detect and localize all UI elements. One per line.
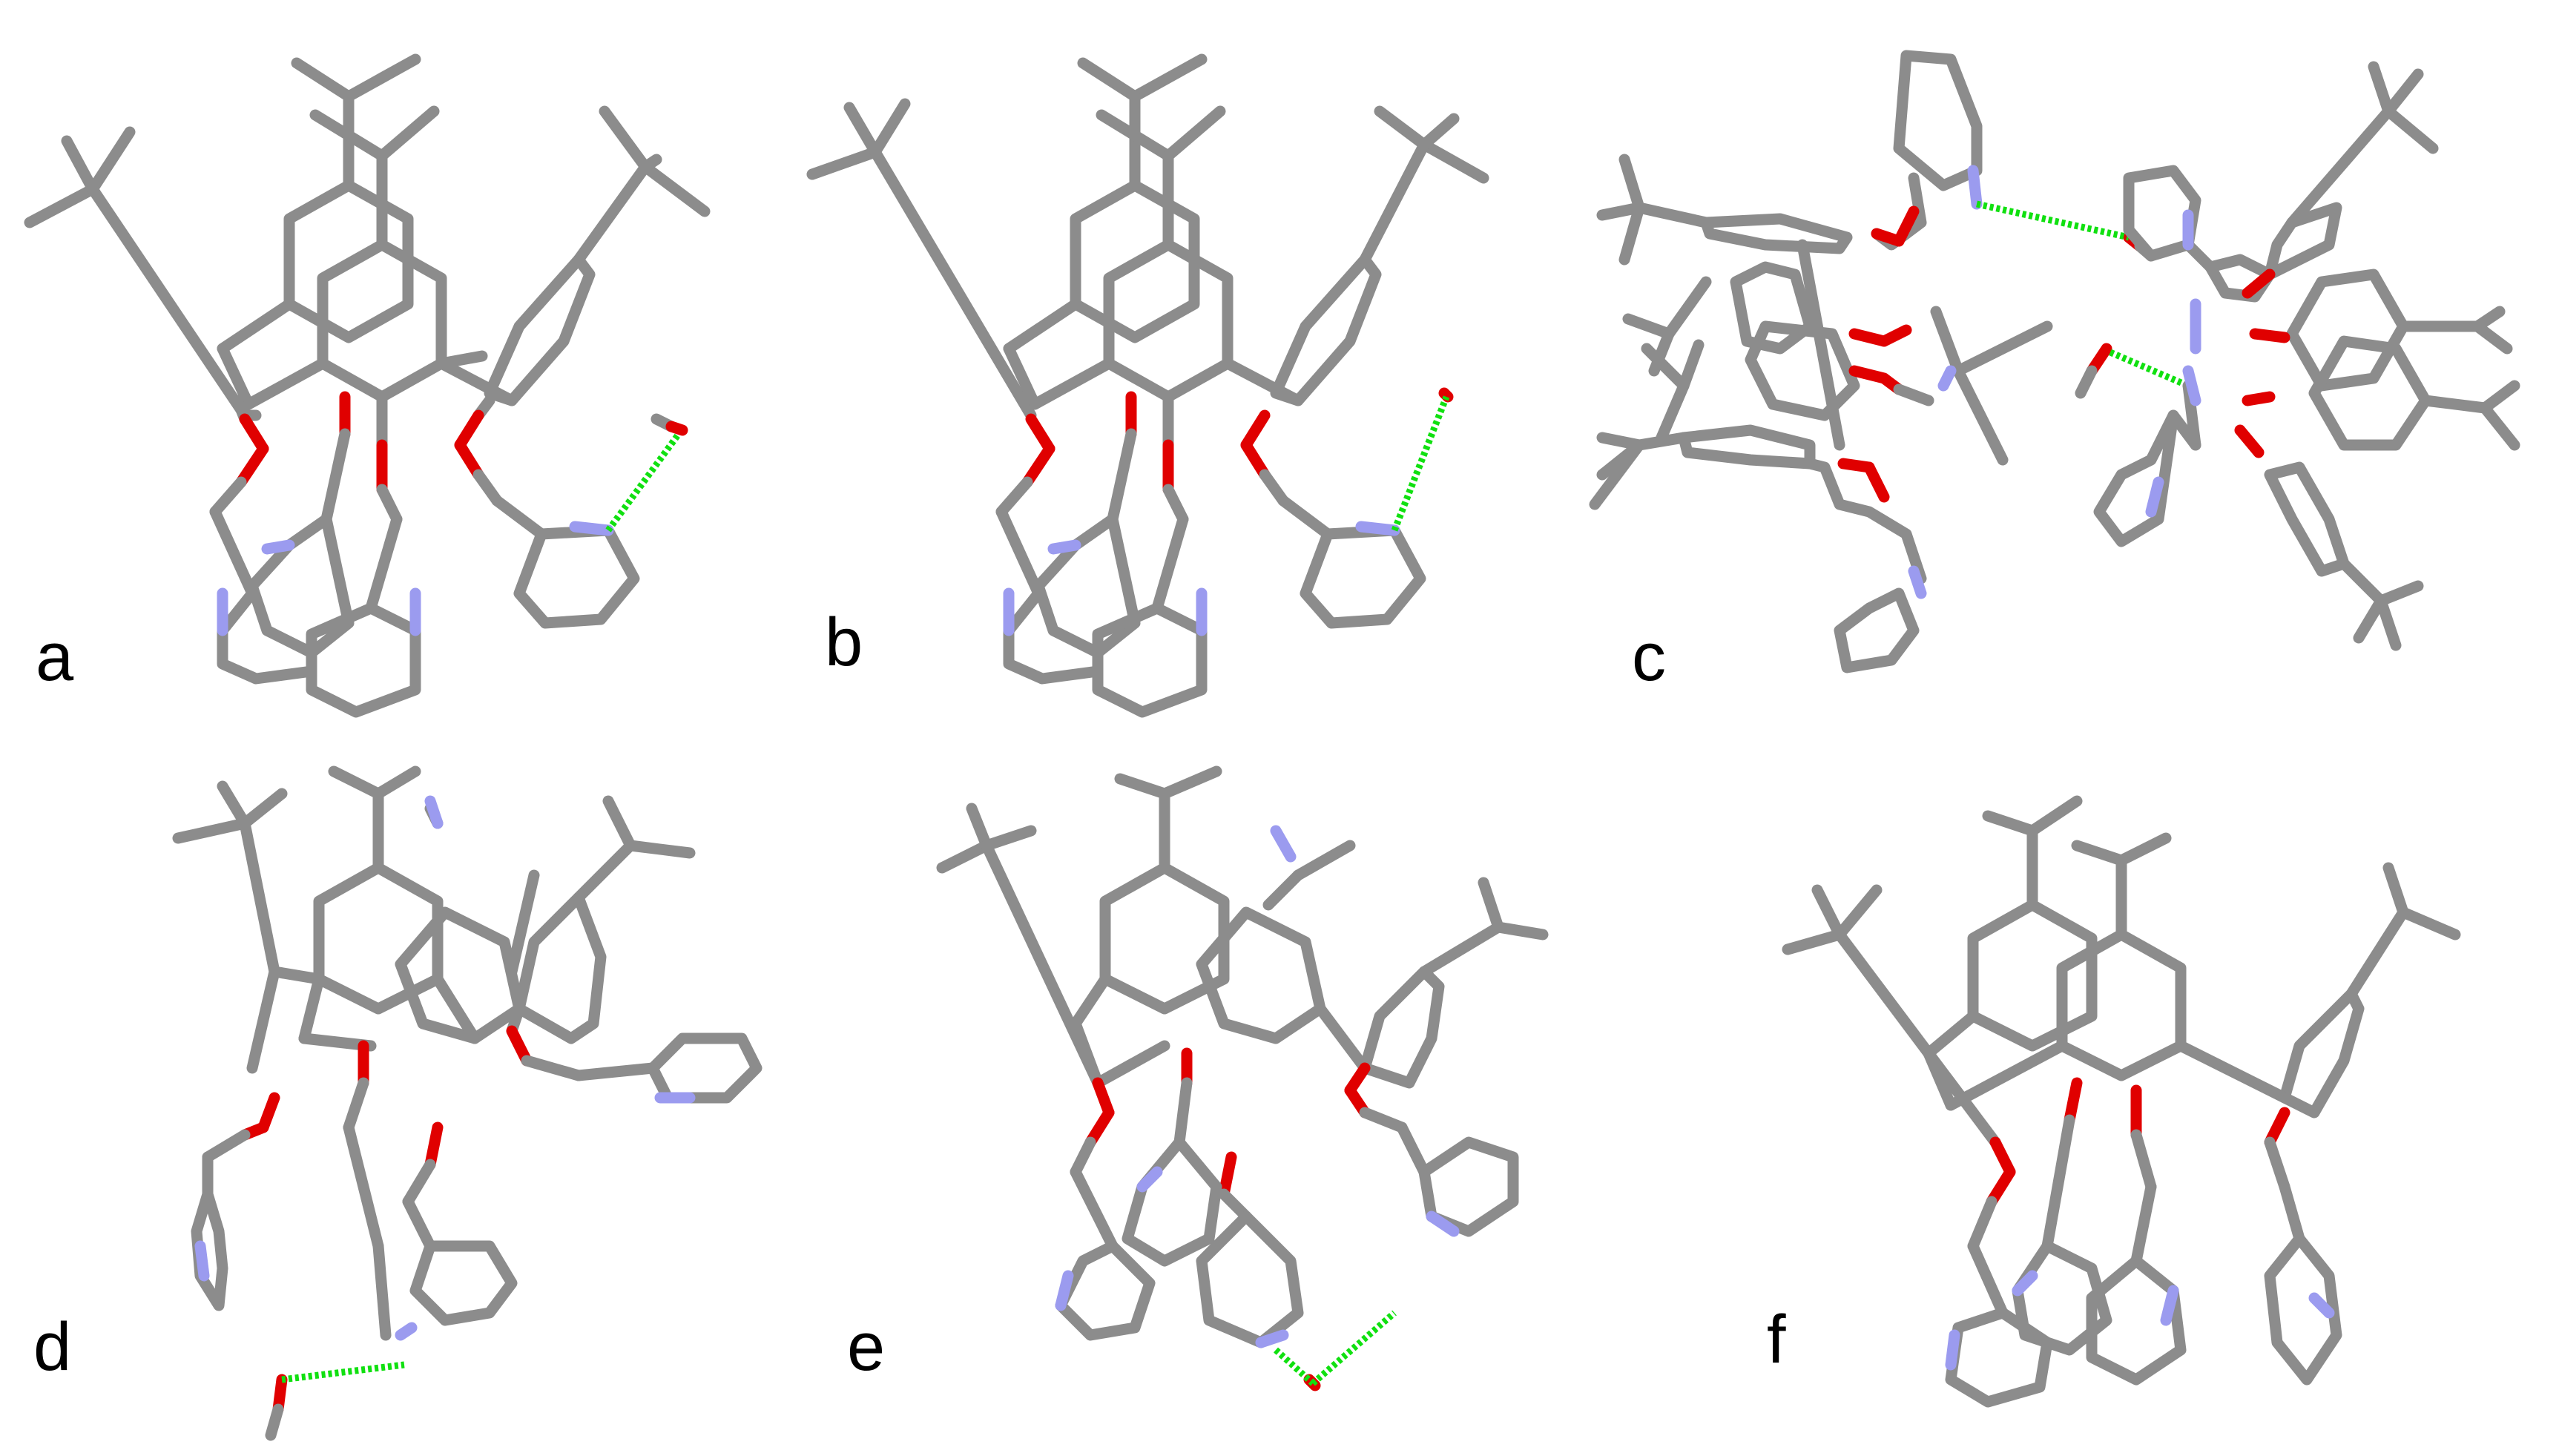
panel-a: a [0, 0, 816, 718]
panel-e: e [816, 727, 1706, 1456]
panel-f: f [1706, 727, 2559, 1456]
panel-label-e: e [847, 1309, 886, 1385]
molecule-structure-e [936, 765, 1549, 1391]
panel-label-f: f [1767, 1302, 1786, 1377]
molecule-structure-f [1782, 795, 2461, 1408]
molecule-structure-c [1589, 50, 2520, 673]
molecule-structure-a [24, 53, 711, 718]
panel-b: b [786, 0, 1602, 718]
panel-label-d: d [33, 1309, 72, 1385]
molecule-structure-b [806, 53, 1489, 718]
molecule-structure-d [172, 765, 763, 1441]
panel-d: d [0, 727, 816, 1456]
panel-label-c: c [1632, 619, 1666, 695]
panel-label-a: a [36, 619, 74, 695]
panel-c: c [1558, 0, 2559, 712]
panel-label-b: b [825, 605, 863, 680]
